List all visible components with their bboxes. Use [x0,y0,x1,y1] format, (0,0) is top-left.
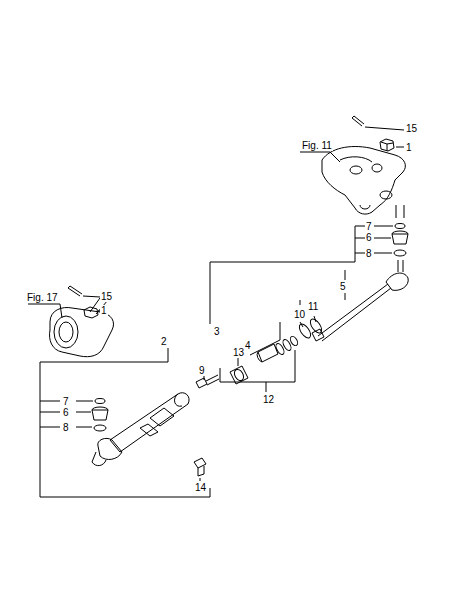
callout-number: 8 [365,248,373,259]
callout-number: 14 [194,482,207,493]
callout-number: 15 [405,123,418,134]
callout-number: 15 [100,291,113,302]
callout-number: 11 [307,301,319,312]
callout-number: 4 [244,340,252,351]
callout-number: 13 [232,347,245,358]
callout-number: 5 [339,281,347,292]
figure-reference: Fig. 17 [26,292,59,303]
callout-number: 12 [262,394,275,405]
callout-number: 2 [160,336,168,347]
callout-number: 1 [405,142,413,153]
callout-number: 1 [100,305,108,316]
callout-number: 6 [62,407,70,418]
callout-number: 6 [365,232,373,243]
callout-number: 9 [198,365,206,376]
callout-number: 8 [62,422,70,433]
callout-number: 10 [293,309,306,320]
callout-number: 7 [62,396,70,407]
callout-number: 7 [365,221,373,232]
callout-number: 3 [213,326,221,337]
figure-reference: Fig. 11 [301,140,333,151]
